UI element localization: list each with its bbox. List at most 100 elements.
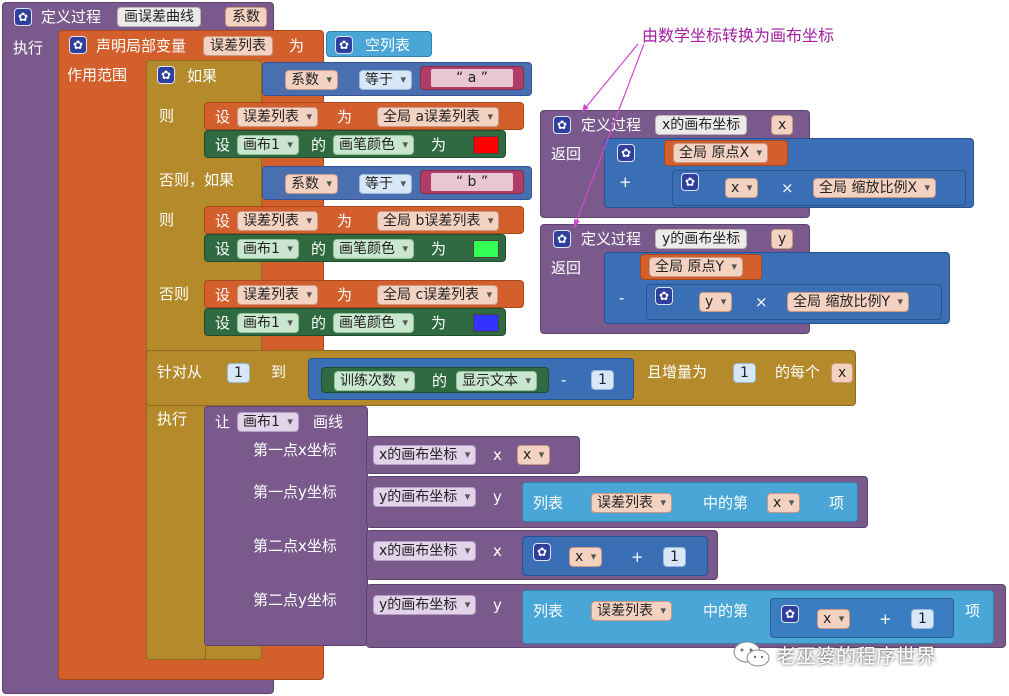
color-swatch-red[interactable] <box>473 136 499 154</box>
item-label: 项 <box>965 602 981 620</box>
gear-icon[interactable]: ✿ <box>681 173 699 191</box>
string-b-block[interactable]: “ b ” <box>420 170 524 194</box>
set-local-2[interactable]: 设 误差列表 为 全局 b误差列表 <box>204 206 524 234</box>
cond1-op-dropdown[interactable]: 等于 <box>359 70 412 90</box>
from-number[interactable]: 1 <box>227 363 250 383</box>
index-var-dropdown[interactable]: x <box>767 493 801 513</box>
set-label: 设 <box>215 286 231 304</box>
for-body: 执行 <box>146 406 206 660</box>
cond2-var-dropdown[interactable]: 系数 <box>285 174 338 194</box>
to-label: 为 <box>431 240 447 258</box>
set-local-1[interactable]: 设 误差列表 为 全局 a误差列表 <box>204 102 524 130</box>
display-text-dropdown[interactable]: 显示文本 <box>456 371 537 391</box>
one-number[interactable]: 1 <box>911 609 934 629</box>
xcall-dropdown[interactable]: x的画布坐标 <box>373 445 477 465</box>
set2-global-dropdown[interactable]: 全局 b误差列表 <box>377 211 500 231</box>
set-color-2[interactable]: 设 画布1 的 画笔颜色 为 <box>204 234 506 262</box>
x-var-dropdown[interactable]: x <box>725 178 759 198</box>
gear-icon[interactable]: ✿ <box>69 36 87 54</box>
proc-x-keyword: 定义过程 <box>581 116 642 134</box>
proc-y-param[interactable]: y <box>771 229 794 249</box>
proc-x-name[interactable]: x的画布坐标 <box>655 115 748 135</box>
one-number[interactable]: 1 <box>663 547 686 567</box>
draw-line-block[interactable]: 让 画布1 画线 第一点x坐标 第一点y坐标 第二点x坐标 第二点y坐标 <box>204 406 368 646</box>
draw-canvas-dropdown[interactable]: 画布1 <box>237 412 299 432</box>
set1-var-dropdown[interactable]: 误差列表 <box>237 107 318 127</box>
list-label: 列表 <box>533 494 564 512</box>
set-color-1[interactable]: 设 画布1 的 画笔颜色 为 <box>204 130 506 158</box>
ycall-dropdown[interactable]: y的画布坐标 <box>373 595 477 615</box>
set-color-3[interactable]: 设 画布1 的 画笔颜色 为 <box>204 308 506 336</box>
gear-icon[interactable]: ✿ <box>553 116 571 134</box>
x-var-dropdown[interactable]: x <box>569 547 603 567</box>
set-local-3[interactable]: 设 误差列表 为 全局 c误差列表 <box>204 280 524 308</box>
procedure-keyword: 定义过程 <box>41 8 102 26</box>
gear-icon[interactable]: ✿ <box>335 36 353 54</box>
global-origin-y[interactable]: 全局 原点Y <box>640 254 762 280</box>
gear-icon[interactable]: ✿ <box>617 144 635 162</box>
gear-icon[interactable]: ✿ <box>655 287 673 305</box>
origin-y-dropdown[interactable]: 全局 原点Y <box>649 257 744 277</box>
y-var-dropdown[interactable]: y <box>699 292 733 312</box>
scale-y-dropdown[interactable]: 全局 缩放比例Y <box>787 292 910 312</box>
string-b-value[interactable]: “ b ” <box>431 173 513 191</box>
declare-label: 声明局部变量 <box>96 37 187 55</box>
x-var-dropdown[interactable]: x <box>817 609 851 629</box>
color-swatch-green[interactable] <box>473 240 499 258</box>
to-label: 为 <box>289 37 305 55</box>
canvas-dropdown[interactable]: 画布1 <box>237 239 299 259</box>
ycall-dropdown[interactable]: y的画布坐标 <box>373 487 477 507</box>
gear-icon[interactable]: ✿ <box>14 8 32 26</box>
color-swatch-blue[interactable] <box>473 314 499 332</box>
text-property-block[interactable]: 训练次数 的 显示文本 <box>321 367 549 393</box>
origin-x-dropdown[interactable]: 全局 原点X <box>673 143 769 163</box>
canvas-dropdown[interactable]: 画布1 <box>237 135 299 155</box>
procedure-param[interactable]: 系数 <box>225 7 267 27</box>
cond1-var-dropdown[interactable]: 系数 <box>285 70 338 90</box>
gear-icon[interactable]: ✿ <box>533 543 551 561</box>
proc-y-name[interactable]: y的画布坐标 <box>655 229 748 249</box>
string-a-block[interactable]: “ a ” <box>420 66 524 90</box>
scale-x-dropdown[interactable]: 全局 缩放比例X <box>813 178 937 198</box>
prop-dropdown[interactable]: 画笔颜色 <box>333 135 414 155</box>
proc-x-param[interactable]: x <box>771 115 794 135</box>
step-number[interactable]: 1 <box>733 363 756 383</box>
proc-x-multiply[interactable]: ✿ x × 全局 缩放比例X <box>672 170 966 206</box>
prop-dropdown[interactable]: 画笔颜色 <box>333 239 414 259</box>
gear-icon[interactable]: ✿ <box>157 66 175 84</box>
string-a-value[interactable]: “ a ” <box>431 69 513 87</box>
set2-var-dropdown[interactable]: 误差列表 <box>237 211 318 231</box>
set3-var-dropdown[interactable]: 误差列表 <box>237 285 318 305</box>
set2-to: 为 <box>337 212 353 230</box>
minus-number[interactable]: 1 <box>591 370 614 390</box>
gear-icon[interactable]: ✿ <box>781 605 799 623</box>
local-var-name[interactable]: 误差列表 <box>203 36 273 56</box>
annotation-text: 由数学坐标转换为画布坐标 <box>642 26 835 45</box>
each-var[interactable]: x <box>831 363 854 383</box>
of-label: 的 <box>311 314 327 332</box>
set1-global-dropdown[interactable]: 全局 a误差列表 <box>377 107 500 127</box>
elseif-label: 否则，如果 <box>159 171 235 189</box>
x-var-dropdown[interactable]: x <box>517 445 551 465</box>
list-select-1[interactable]: 列表 误差列表 中的第 x 项 <box>522 482 858 522</box>
list-var-dropdown[interactable]: 误差列表 <box>591 493 672 513</box>
canvas-dropdown[interactable]: 画布1 <box>237 313 299 333</box>
add-block-1[interactable]: ✿ x + 1 <box>522 536 708 576</box>
subtract-block[interactable]: 训练次数 的 显示文本 - 1 <box>308 358 634 400</box>
empty-list-block[interactable]: ✿ 空列表 <box>326 31 432 57</box>
list-var-dropdown[interactable]: 误差列表 <box>591 601 672 621</box>
procedure-name-field[interactable]: 画误差曲线 <box>117 7 201 27</box>
add-block-2[interactable]: ✿ x + 1 <box>770 598 954 638</box>
prop-dropdown[interactable]: 画笔颜色 <box>333 313 414 333</box>
cond2-op-dropdown[interactable]: 等于 <box>359 174 412 194</box>
call-x-canvas-1[interactable]: x的画布坐标 x x <box>366 436 580 474</box>
set-label: 设 <box>215 136 231 154</box>
proc-y-multiply[interactable]: ✿ y × 全局 缩放比例Y <box>646 284 942 320</box>
xcall-dropdown[interactable]: x的画布坐标 <box>373 541 477 561</box>
arg-x-label: x <box>493 446 502 464</box>
global-origin-x[interactable]: 全局 原点X <box>664 140 788 166</box>
each-label: 的每个 <box>775 363 821 381</box>
train-dropdown[interactable]: 训练次数 <box>334 371 415 391</box>
gear-icon[interactable]: ✿ <box>553 230 571 248</box>
set3-global-dropdown[interactable]: 全局 c误差列表 <box>377 285 499 305</box>
